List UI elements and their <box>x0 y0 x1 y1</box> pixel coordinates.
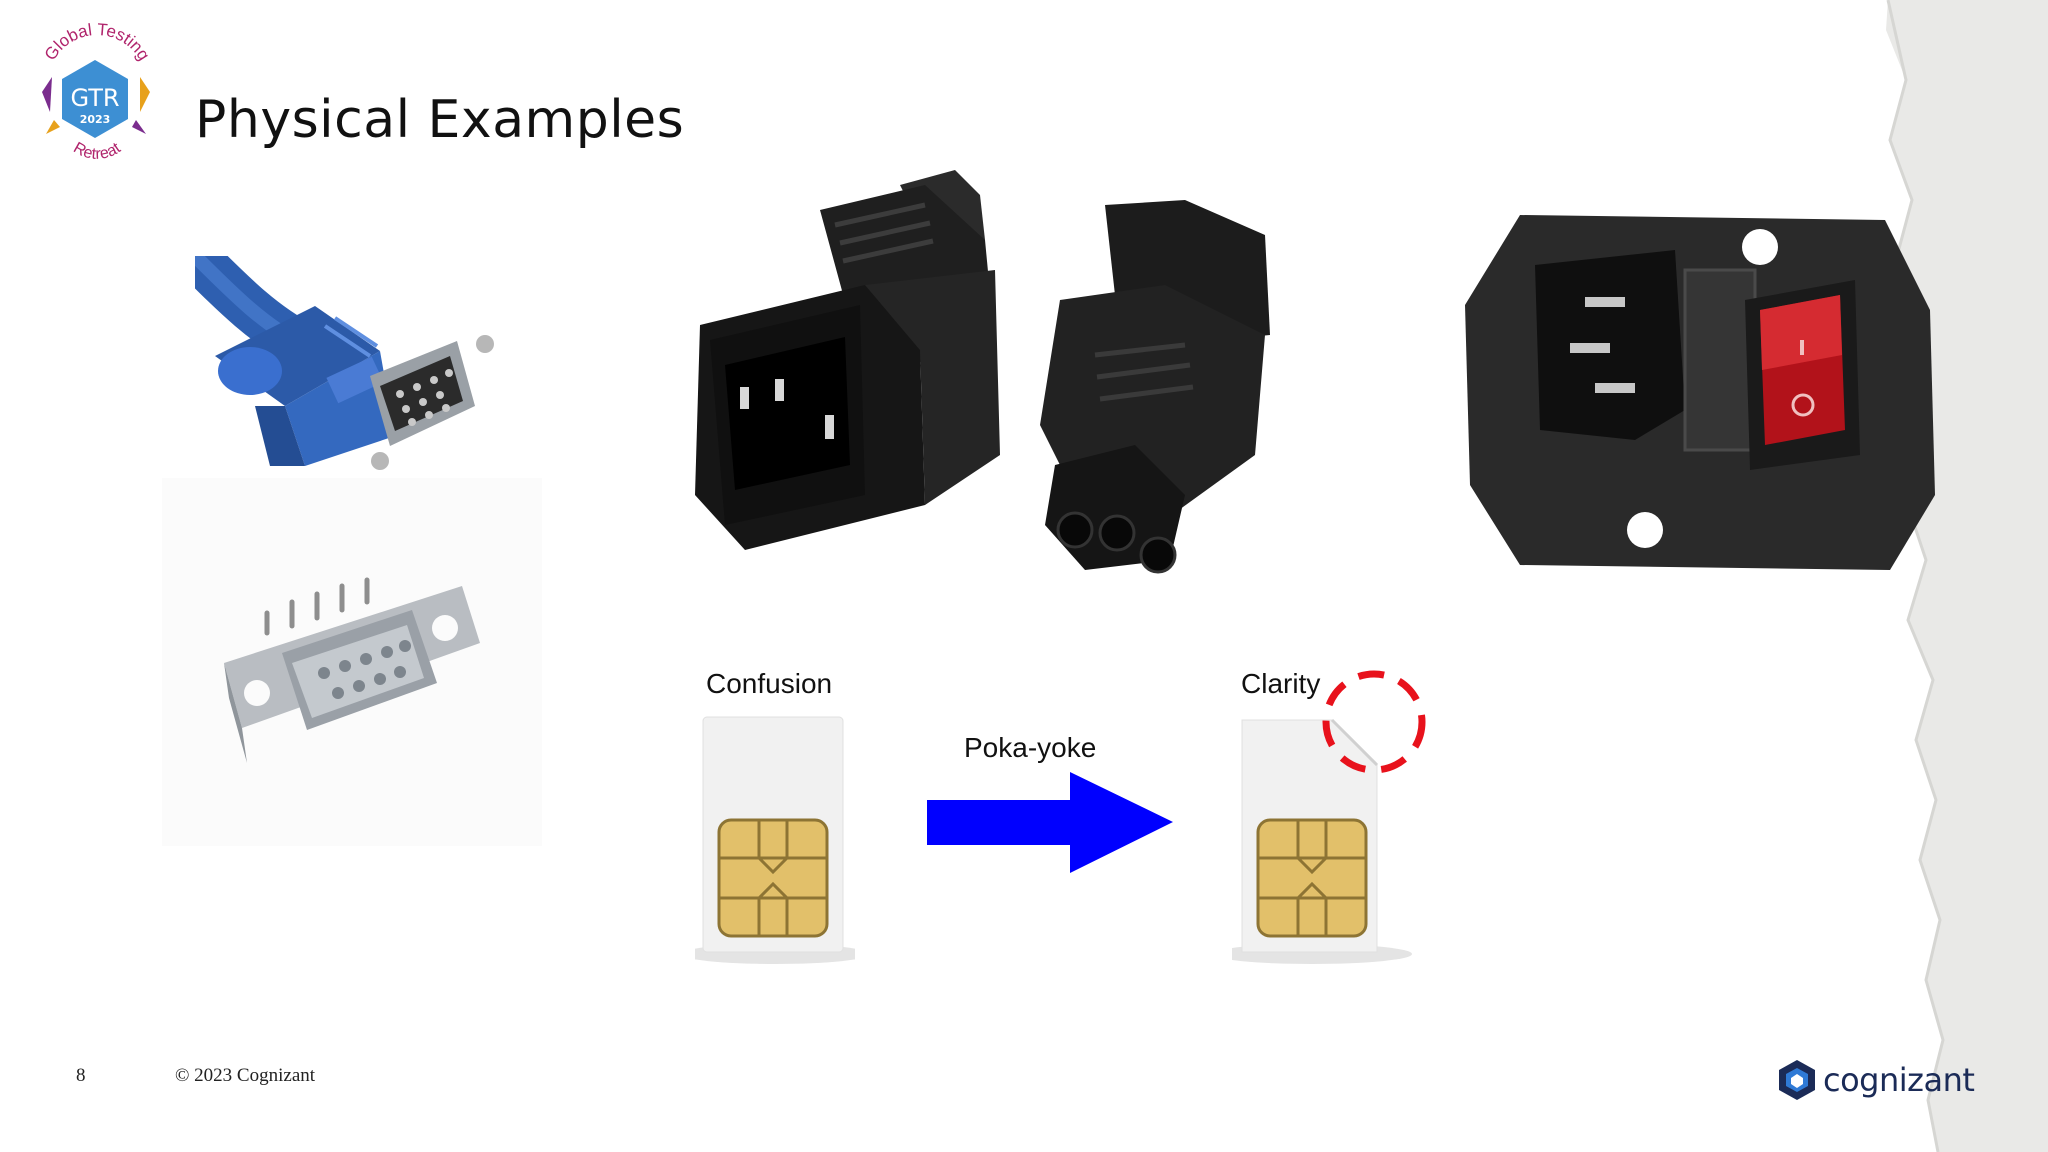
vga-connector-icon <box>195 256 494 470</box>
poka-yoke-label: Poka-yoke <box>964 732 1097 763</box>
sim-card-icon <box>695 716 855 964</box>
svg-text:GTR: GTR <box>70 84 119 112</box>
confusion-label: Confusion <box>706 668 833 699</box>
slide-title: Physical Examples <box>195 90 685 150</box>
cognizant-logo-icon <box>1779 1059 1815 1100</box>
sim-card-icon <box>1232 670 1426 964</box>
copyright: © 2023 Cognizant <box>175 1065 316 1086</box>
svg-text:Retreat: Retreat <box>70 139 124 162</box>
iec-plug-icon <box>695 170 1270 574</box>
power-inlet-switch-icon <box>1465 215 1935 570</box>
svg-text:2023: 2023 <box>80 113 111 126</box>
svg-text:Global Testing: Global Testing <box>41 22 154 64</box>
cognizant-logo: cognizant <box>1775 1057 1985 1102</box>
gtr-logo: Global Testing GTR 2023 Retreat <box>41 22 154 163</box>
arrow-right-icon <box>927 772 1173 873</box>
highlight-circle <box>1322 670 1426 774</box>
brand-name: cognizant <box>1823 1060 1975 1099</box>
dsub-female-connector-icon <box>162 478 542 846</box>
clarity-label: Clarity <box>1241 668 1321 699</box>
page-number: 8 <box>76 1065 86 1086</box>
torn-paper-decoration <box>1886 0 2048 1152</box>
